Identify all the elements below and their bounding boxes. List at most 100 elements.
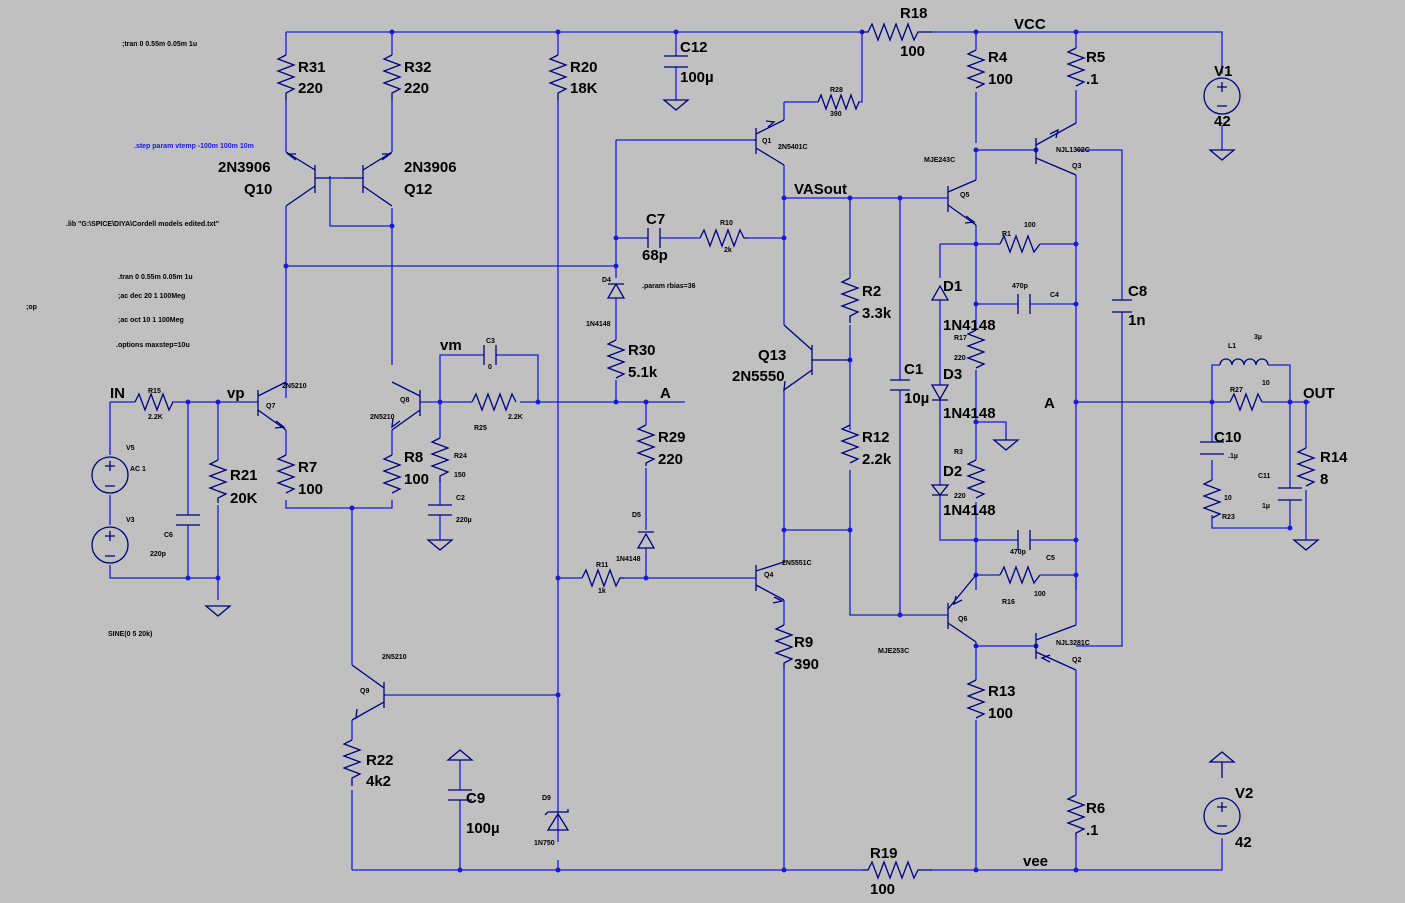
d5-label: D5 bbox=[632, 512, 641, 519]
r13-symbol bbox=[966, 679, 986, 719]
net-label-in: IN bbox=[110, 385, 125, 402]
c8-value: 1n bbox=[1128, 312, 1146, 329]
ground-icon bbox=[992, 439, 1020, 451]
d2-symbol bbox=[930, 484, 950, 497]
c9-value: 100µ bbox=[466, 820, 500, 837]
l1-label: L1 bbox=[1228, 343, 1236, 350]
v2-symbol bbox=[1203, 797, 1241, 835]
c4-value: 470p bbox=[1012, 283, 1028, 290]
r20-value: 18K bbox=[570, 80, 598, 97]
r27-symbol bbox=[1229, 392, 1263, 412]
ground-icon bbox=[426, 539, 454, 551]
r27-label: R27 bbox=[1230, 387, 1243, 394]
directive-tran-commented: ;tran 0 0.55m 0.05m 1u bbox=[122, 41, 197, 48]
net-label-vm: vm bbox=[440, 337, 462, 354]
r8-label: R8 bbox=[404, 449, 423, 466]
r14-label: R14 bbox=[1320, 449, 1348, 466]
d1-label: D1 bbox=[943, 278, 962, 295]
c5-value: 470p bbox=[1010, 549, 1026, 556]
net-labels: VCC vee IN vp vm A A VASout OUT bbox=[110, 16, 1335, 870]
d5-symbol bbox=[636, 531, 656, 549]
r19-label: R19 bbox=[870, 845, 898, 862]
c5-symbol bbox=[1017, 530, 1031, 550]
r17-value: 220 bbox=[954, 355, 966, 362]
l1-value: 3µ bbox=[1254, 334, 1262, 341]
r1-label: R1 bbox=[1002, 231, 1011, 238]
d4-model: 1N4148 bbox=[586, 321, 611, 328]
q9-label: Q9 bbox=[360, 688, 369, 695]
ground-icon bbox=[662, 99, 690, 111]
net-label-vcc: VCC bbox=[1014, 16, 1046, 33]
spice-directives: ;tran 0 0.55m 0.05m 1u .step param vtemp… bbox=[26, 41, 696, 638]
junction-dots bbox=[185, 29, 1309, 873]
c4-label: C4 bbox=[1050, 292, 1059, 299]
c2-value: 220µ bbox=[456, 517, 472, 524]
net-label-vasout: VASout bbox=[794, 181, 847, 198]
q4-symbol bbox=[755, 561, 785, 604]
r6-symbol bbox=[1066, 794, 1086, 838]
q5-label: Q5 bbox=[960, 192, 969, 199]
v2-value: 42 bbox=[1235, 834, 1252, 851]
r12-label: R12 bbox=[862, 429, 890, 446]
q7-symbol bbox=[257, 381, 287, 431]
c11-label: C11 bbox=[1258, 473, 1271, 480]
c12-value: 100µ bbox=[680, 69, 714, 86]
r11-label: R11 bbox=[596, 562, 609, 569]
net-label-a: A bbox=[660, 385, 671, 402]
c2-label: C2 bbox=[456, 495, 465, 502]
r5-value: .1 bbox=[1086, 71, 1099, 88]
directive-param: .param rbias=36 bbox=[642, 283, 696, 290]
r2-value: 3.3k bbox=[862, 305, 892, 322]
r29-symbol bbox=[636, 424, 656, 466]
c10-symbol bbox=[1200, 441, 1224, 455]
r21-label: R21 bbox=[230, 467, 258, 484]
r16-symbol bbox=[999, 565, 1041, 585]
r15-symbol bbox=[134, 392, 174, 412]
c6-label: C6 bbox=[164, 532, 173, 539]
r31-symbol bbox=[276, 54, 296, 100]
net-label-vee: vee bbox=[1023, 853, 1048, 870]
r22-label: R22 bbox=[366, 752, 394, 769]
r5-symbol bbox=[1066, 47, 1086, 87]
q6-model: MJE253C bbox=[878, 648, 909, 655]
r2-label: R2 bbox=[862, 283, 881, 300]
r7-symbol bbox=[276, 454, 296, 494]
v5-symbol bbox=[91, 456, 129, 494]
ground-icon bbox=[1292, 539, 1320, 551]
q5-symbol bbox=[947, 179, 977, 226]
resistor-symbols bbox=[134, 22, 1316, 880]
v1-label: V1 bbox=[1214, 63, 1232, 80]
transistor-symbols bbox=[257, 119, 1077, 721]
q7-model: 2N5210 bbox=[282, 383, 307, 390]
c6-symbol bbox=[176, 514, 200, 526]
r25-label: R25 bbox=[474, 425, 487, 432]
q8-model: 2N5210 bbox=[370, 414, 395, 421]
l1-symbol bbox=[1219, 358, 1269, 366]
r11-symbol bbox=[581, 568, 624, 588]
r6-value: .1 bbox=[1086, 822, 1099, 839]
r19-value: 100 bbox=[870, 881, 895, 898]
v5-value: AC 1 bbox=[130, 466, 146, 473]
c1-symbol bbox=[890, 379, 910, 391]
r23-value: 10 bbox=[1224, 495, 1232, 502]
q8-symbol bbox=[391, 381, 421, 431]
r18-symbol bbox=[862, 22, 932, 42]
r7-value: 100 bbox=[298, 481, 323, 498]
d1-model: 1N4148 bbox=[943, 317, 996, 334]
q13-symbol bbox=[783, 324, 850, 392]
r28-value: 390 bbox=[830, 111, 842, 118]
c9-label: C9 bbox=[466, 790, 485, 807]
capacitor-symbols bbox=[176, 55, 1302, 801]
q1-label: Q1 bbox=[762, 138, 771, 145]
d2-label: D2 bbox=[943, 463, 962, 480]
q6-symbol bbox=[947, 574, 977, 643]
r16-label: R16 bbox=[1002, 599, 1015, 606]
r32-value: 220 bbox=[404, 80, 429, 97]
supply-arrow-icon bbox=[1208, 751, 1236, 778]
r30-label: R30 bbox=[628, 342, 656, 359]
q1-symbol bbox=[754, 119, 785, 166]
directive-step: .step param vtemp -100m 100m 10m bbox=[134, 143, 254, 150]
q10-symbol bbox=[285, 151, 330, 207]
directive-ac-dec: ;ac dec 20 1 100Meg bbox=[118, 293, 185, 300]
